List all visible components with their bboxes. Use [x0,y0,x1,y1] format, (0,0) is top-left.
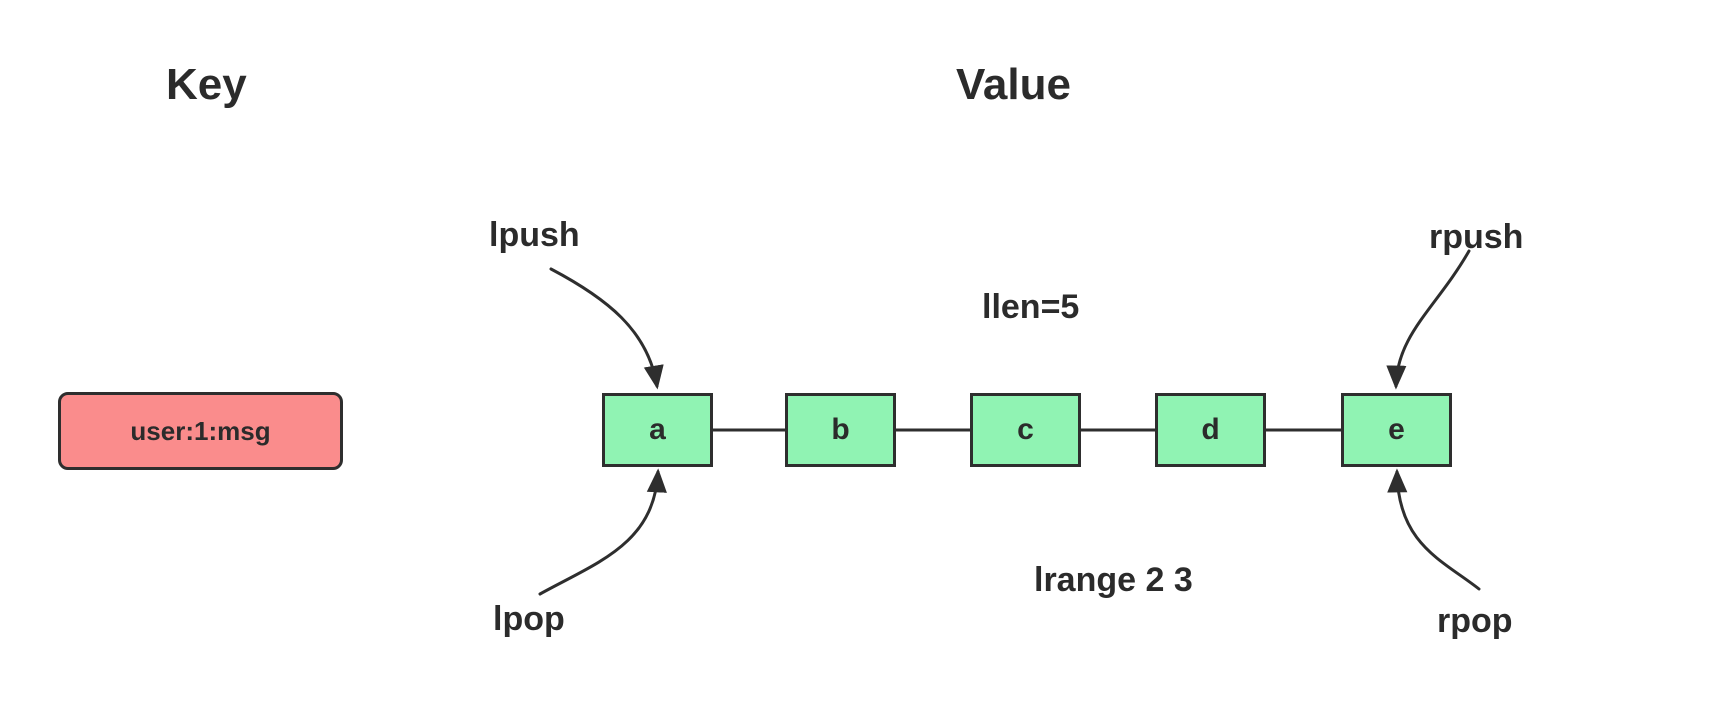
value-column-header: Value [956,60,1071,109]
rpop-arrow [1387,468,1481,591]
list-node-c: c [970,393,1081,467]
key-box: user:1:msg [58,392,343,470]
list-node-a: a [602,393,713,467]
lpush-arrow [549,267,664,390]
lpop-arrow [538,468,667,596]
key-column-header: Key [166,60,247,109]
rpush-label: rpush [1429,218,1524,256]
key-box-label: user:1:msg [130,415,271,446]
rpush-arrow [1386,249,1471,390]
lpop-label: lpop [493,600,565,638]
lpush-label: lpush [489,216,580,254]
llen-annotation: llen=5 [982,288,1080,326]
list-node-e: e [1341,393,1452,467]
lrange-annotation: lrange 2 3 [1034,561,1193,599]
rpop-label: rpop [1437,602,1513,640]
list-node-b: b [785,393,896,467]
list-node-d: d [1155,393,1266,467]
